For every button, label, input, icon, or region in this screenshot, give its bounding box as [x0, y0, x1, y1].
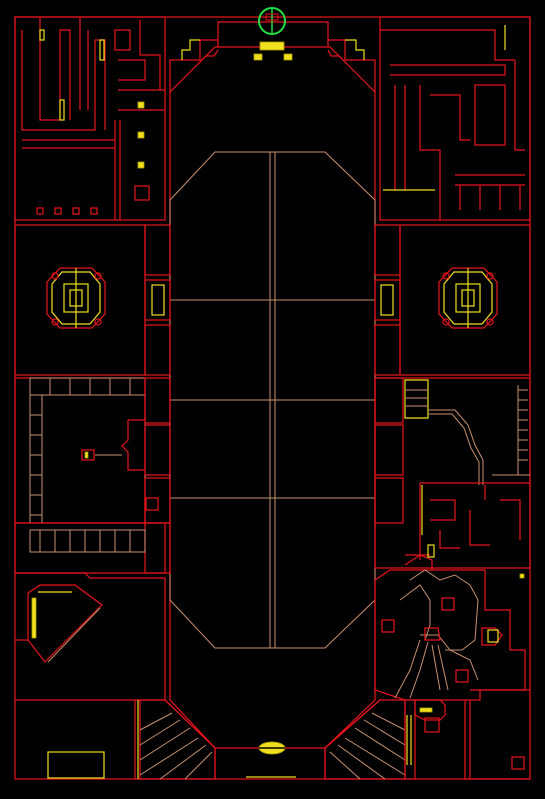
player-marker-icon — [258, 7, 286, 35]
southeast-staircase — [324, 699, 412, 780]
southeast-lower-rooms — [404, 689, 530, 780]
central-arena — [169, 46, 376, 749]
southwest-staircase — [137, 699, 216, 780]
east-winding-room — [374, 377, 531, 569]
outer-boundary — [14, 16, 531, 780]
east-round-room — [374, 224, 531, 376]
northwest-maze — [14, 16, 166, 221]
northeast-maze — [379, 16, 531, 221]
west-cell-room — [14, 377, 171, 524]
west-round-room — [14, 224, 171, 376]
southeast-cave — [374, 544, 526, 701]
north-gate — [169, 21, 376, 92]
southwest-room — [14, 522, 171, 779]
